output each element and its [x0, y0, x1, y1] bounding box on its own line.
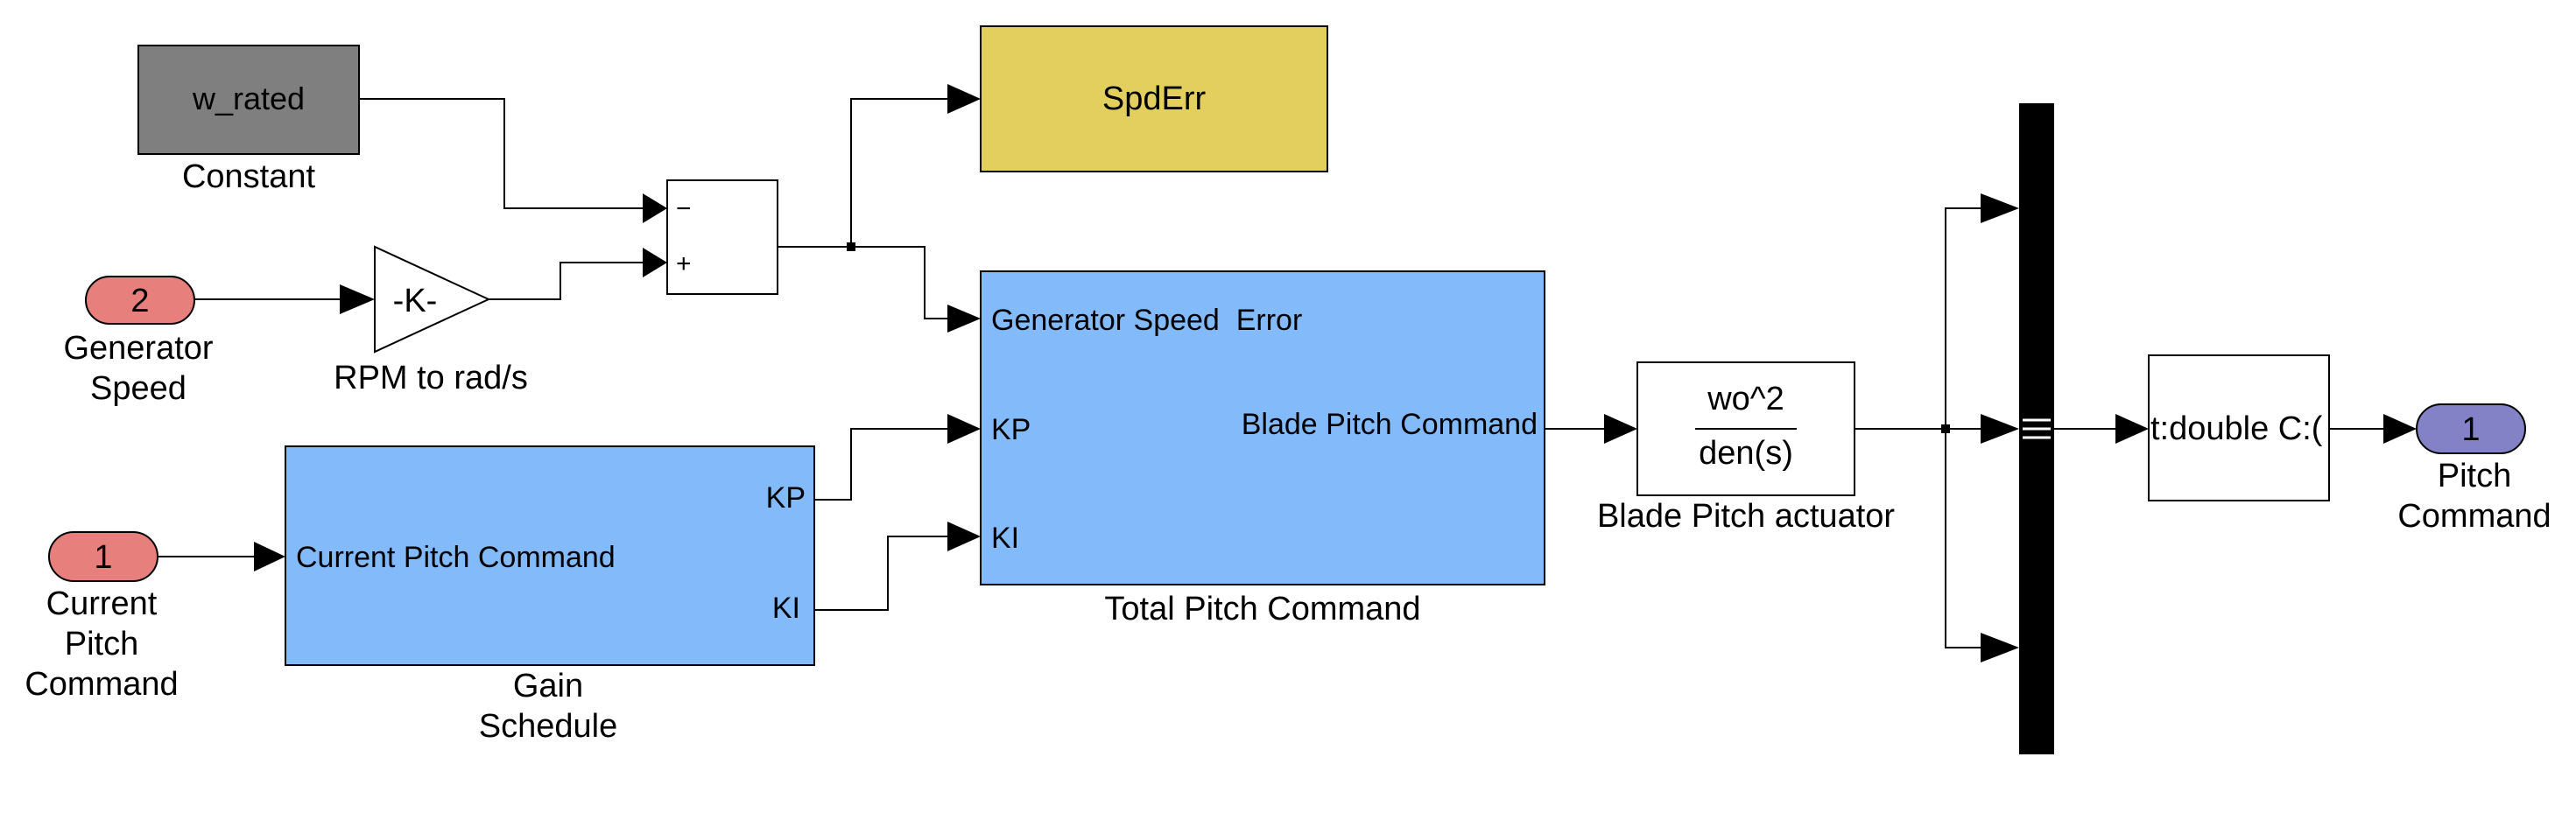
inport-number: 1 [94, 539, 112, 576]
arrowheads [254, 84, 2417, 662]
arrowhead [947, 522, 981, 551]
constant-value: w_rated [192, 81, 305, 116]
arrowhead [2383, 414, 2417, 444]
inport-label-line2: Speed [90, 370, 187, 407]
outport-pitch-command[interactable]: 1 Pitch Command [2397, 403, 2551, 535]
port-label-current-pitch-command: Current Pitch Command [296, 541, 616, 574]
arrowhead [643, 193, 667, 223]
mux-block[interactable] [2019, 103, 2054, 754]
port-label-kp: KP [991, 413, 1031, 446]
data-type-conversion-block[interactable]: t:double C:( [2148, 354, 2330, 501]
gain-value: -K- [393, 283, 438, 319]
subsystem-total-pitch-command[interactable]: Generator Speed Error KP KI Blade Pitch … [980, 270, 1545, 627]
inport-oval [48, 531, 158, 582]
branch-point [847, 242, 855, 251]
port-label-ki: KI [991, 522, 1019, 555]
subsystem-label-line1: Gain [513, 668, 583, 704]
arrowhead [1604, 414, 1637, 444]
arrowhead [340, 284, 375, 314]
transfer-function-denominator: den(s) [1699, 435, 1793, 472]
wire-gain-to-sum [489, 262, 643, 300]
conversion-box [2148, 354, 2330, 501]
port-label-blade-pitch-command: Blade Pitch Command [1242, 408, 1538, 441]
subsystem-box [285, 445, 815, 666]
port-label-generator-speed-error: Generator Speed Error [991, 304, 1302, 337]
wire-kp [814, 428, 947, 501]
outport-oval [2416, 403, 2526, 454]
wire-mux-bottom [1945, 429, 1981, 648]
gain-triangle [374, 245, 491, 354]
conversion-text: t:double C:( [2150, 410, 2323, 447]
subsystem-label: Total Pitch Command [1104, 591, 1420, 627]
wire-ki [814, 536, 947, 611]
wire-constant-to-sum [359, 98, 643, 209]
constant-block[interactable]: w_rated Constant [137, 45, 360, 195]
arrowhead [1981, 414, 2019, 444]
scope-box [980, 25, 1328, 172]
arrowhead [1981, 633, 2019, 662]
subsystem-box [980, 270, 1545, 585]
sum-sign-plus: + [676, 249, 692, 278]
constant-box [137, 45, 360, 155]
transfer-function-label: Blade Pitch actuator [1597, 498, 1895, 535]
inport-oval [85, 276, 195, 325]
port-label-kp: KP [766, 481, 806, 515]
outport-number: 1 [2461, 411, 2480, 448]
arrowhead [947, 414, 981, 444]
arrowhead [2115, 414, 2149, 444]
inport-label-line3: Command [25, 666, 178, 703]
wire-mux-top [1945, 207, 1981, 429]
scope-block-spderr[interactable]: SpdErr [980, 25, 1328, 172]
transfer-function-numerator: wo^2 [1707, 381, 1784, 417]
inport-current-pitch-command[interactable]: 1 Current Pitch Command [25, 531, 179, 703]
port-label-ki: KI [772, 592, 800, 625]
sum-sign-minus: − [676, 194, 692, 223]
wire-to-scope [850, 98, 947, 247]
subsystem-gain-schedule[interactable]: Current Pitch Command KP KI Gain Schedul… [285, 445, 815, 745]
subsystem-label-line2: Schedule [479, 708, 617, 745]
scope-label: SpdErr [1102, 81, 1207, 117]
inport-label-line2: Pitch [65, 626, 138, 662]
constant-label: Constant [182, 158, 316, 195]
transfer-function-blade-pitch-actuator[interactable]: wo^2 den(s) Blade Pitch actuator [1597, 361, 1895, 535]
gain-block-rpm-to-rads[interactable]: -K- RPM to rad/s [334, 245, 528, 396]
arrowhead [947, 305, 981, 333]
inport-label-line1: Current [46, 585, 158, 622]
gain-label: RPM to rad/s [334, 360, 528, 396]
arrowhead [254, 542, 285, 571]
wire-to-error-input [851, 246, 947, 319]
sum-box [666, 179, 778, 295]
branch-point [1941, 424, 1950, 433]
outport-label-line2: Command [2397, 498, 2551, 535]
outport-label-line1: Pitch [2438, 458, 2511, 494]
inport-label-line1: Generator [63, 330, 213, 367]
inport-generator-speed[interactable]: 2 Generator Speed [63, 276, 214, 407]
signal-lines [158, 98, 2383, 648]
arrowhead [1981, 193, 2019, 223]
inport-number: 2 [130, 283, 149, 319]
arrowhead [947, 84, 981, 114]
sum-block[interactable]: − + [666, 179, 778, 295]
arrowhead [643, 248, 667, 277]
